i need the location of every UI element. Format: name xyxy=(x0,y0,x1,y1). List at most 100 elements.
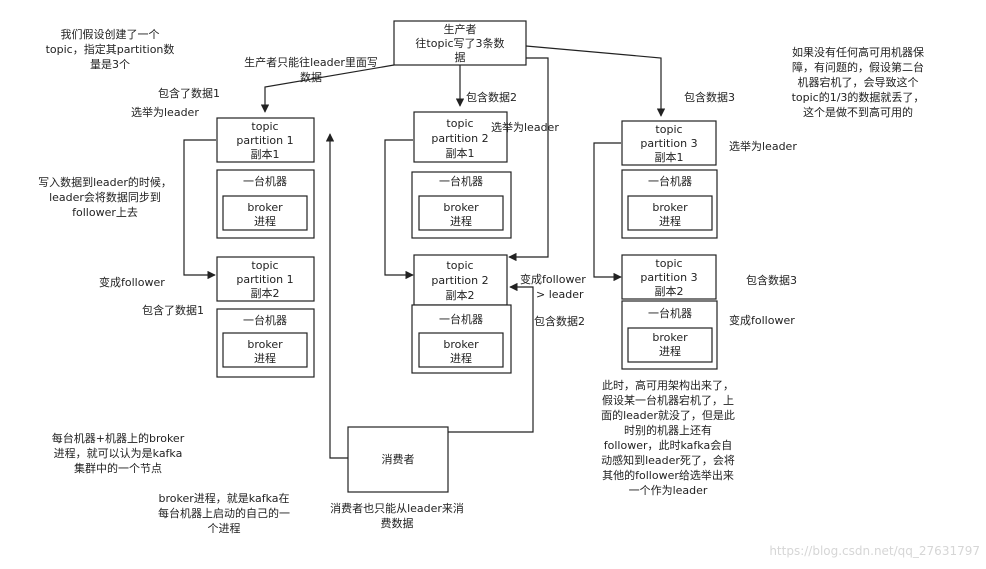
node-line2: partition 3 xyxy=(640,271,697,284)
note-contains-data2-b: 包含数据2 xyxy=(534,314,585,328)
node-line1: topic xyxy=(251,120,278,133)
producer-node: 生产者 往topic写了3条数 据 xyxy=(393,20,527,66)
note-no-ha-2: 障，有问题的，假设第二台 xyxy=(792,60,924,74)
partition3-replica1-node: topic partition 3 副本1 xyxy=(621,120,717,166)
node-line3: 副本2 xyxy=(251,286,280,300)
note-write-sync-2: leader会将数据同步到 xyxy=(49,190,161,204)
broker-label: broker xyxy=(652,331,688,344)
broker-label: broker xyxy=(443,201,479,214)
machine-label: 一台机器 xyxy=(243,174,287,188)
watermark: https://blog.csdn.net/qq_27631797 xyxy=(769,544,980,558)
note-ha-arch-7: 其他的follower给选举出来 xyxy=(602,468,734,482)
broker-label: broker xyxy=(652,201,688,214)
process-label: 进程 xyxy=(659,215,681,228)
note-elected-leader-1: 选举为leader xyxy=(131,105,199,119)
machine-1: 一台机器 broker 进程 xyxy=(216,169,315,239)
node-line2: partition 3 xyxy=(640,137,697,150)
consumer-node: 消费者 xyxy=(347,426,449,493)
note-ha-arch-6: 动感知到leader死了，会将 xyxy=(601,453,735,467)
broker-label: broker xyxy=(247,338,283,351)
partition2-replica2-node: topic partition 2 副本2 xyxy=(413,254,508,306)
note-follower-to-leader-1: 变成follower xyxy=(520,272,586,286)
machine-5: 一台机器 broker 进程 xyxy=(621,169,718,239)
annotations: 我们假设创建了一个 topic，指定其partition数 量是3个 生产者只能… xyxy=(38,27,924,535)
process-label: 进程 xyxy=(254,352,276,365)
note-contains-data1-a: 包含了数据1 xyxy=(158,86,220,100)
broker-label: broker xyxy=(443,338,479,351)
node-line3: 副本1 xyxy=(251,147,280,161)
machine-label: 一台机器 xyxy=(439,174,483,188)
note-elected-leader-3: 选举为leader xyxy=(729,139,797,153)
p3-sync-arrow xyxy=(593,142,622,282)
note-producer-leader-only-2: 数据 xyxy=(300,70,322,84)
partition2-replica1-node: topic partition 2 副本1 xyxy=(413,111,508,163)
node-line1: topic xyxy=(446,117,473,130)
note-write-sync-1: 写入数据到leader的时候， xyxy=(38,175,172,189)
consumer-to-partition1-arrow xyxy=(325,133,348,459)
producer-to-partition1-arrow xyxy=(260,64,395,113)
node-line3: 副本2 xyxy=(446,288,475,302)
note-no-ha-5: 这个是做不到高可用的 xyxy=(803,105,913,119)
broker-label: broker xyxy=(247,201,283,214)
note-contains-data1-b: 包含了数据1 xyxy=(142,303,204,317)
note-node-def-2: 进程，就可以认为是kafka xyxy=(54,446,183,460)
process-label: 进程 xyxy=(450,352,472,365)
process-label: 进程 xyxy=(659,345,681,358)
machine-3: 一台机器 broker 进程 xyxy=(411,171,512,239)
partition1-replica2-node: topic partition 1 副本2 xyxy=(216,256,315,302)
note-no-ha-1: 如果没有任何高可用机器保 xyxy=(792,45,924,59)
note-producer-leader-only-1: 生产者只能往leader里面写 xyxy=(244,55,378,69)
p2-sync-arrow xyxy=(384,139,414,280)
producer-line3: 据 xyxy=(455,50,466,64)
node-line3: 副本2 xyxy=(655,284,684,298)
note-become-follower-3: 变成follower xyxy=(729,313,795,327)
machine-6: 一台机器 broker 进程 xyxy=(621,300,718,370)
note-contains-data3-a: 包含数据3 xyxy=(684,90,735,104)
machine-label: 一台机器 xyxy=(648,174,692,188)
note-ha-arch-8: 一个作为leader xyxy=(629,484,708,497)
note-no-ha-4: topic的1/3的数据就丢了， xyxy=(792,90,925,104)
connectors xyxy=(183,45,666,459)
note-elected-leader-2: 选举为leader xyxy=(491,120,559,134)
note-ha-arch-3: 面的leader就没了，但是此 xyxy=(601,408,735,422)
partition1-replica1-node: topic partition 1 副本1 xyxy=(216,117,315,163)
note-become-follower-1: 变成follower xyxy=(99,275,165,289)
note-ha-arch-1: 此时，高可用架构出来了， xyxy=(602,378,734,392)
note-ha-arch-2: 假设某一台机器宕机了，上 xyxy=(602,393,734,407)
machine-label: 一台机器 xyxy=(243,313,287,327)
note-ha-arch-5: follower，此时kafka会自 xyxy=(604,439,732,452)
producer-title: 生产者 xyxy=(444,22,477,36)
note-follower-to-leader-2: > leader xyxy=(536,288,584,301)
note-consumer-leader-only-2: 费数据 xyxy=(381,516,414,530)
node-line2: partition 2 xyxy=(431,274,488,287)
producer-line2: 往topic写了3条数 xyxy=(415,36,504,50)
node-line2: partition 1 xyxy=(236,273,293,286)
note-topic-intro-2: topic，指定其partition数 xyxy=(46,42,175,56)
note-ha-arch-4: 时别的机器上还有 xyxy=(624,423,712,437)
consumer-to-p2-replica2-arrow xyxy=(448,282,534,433)
machine-label: 一台机器 xyxy=(439,312,483,326)
node-line1: topic xyxy=(655,123,682,136)
node-line3: 副本1 xyxy=(655,150,684,164)
node-line1: topic xyxy=(446,259,473,272)
note-consumer-leader-only-1: 消费者也只能从leader来消 xyxy=(330,501,464,515)
node-line1: topic xyxy=(655,257,682,270)
note-contains-data3-b: 包含数据3 xyxy=(746,273,797,287)
note-contains-data2-a: 包含数据2 xyxy=(466,90,517,104)
note-write-sync-3: follower上去 xyxy=(72,206,138,219)
node-line3: 副本1 xyxy=(446,146,475,160)
note-topic-intro-1: 我们假设创建了一个 xyxy=(61,27,160,41)
note-broker-def-3: 个进程 xyxy=(208,522,241,535)
machine-label: 一台机器 xyxy=(648,306,692,320)
partition3-replica2-node: topic partition 3 副本2 xyxy=(621,254,717,300)
note-no-ha-3: 机器宕机了，会导致这个 xyxy=(798,75,919,89)
note-node-def-3: 集群中的一个节点 xyxy=(74,461,162,475)
producer-to-p2-replica2-arrow xyxy=(508,57,549,262)
node-line2: partition 2 xyxy=(431,132,488,145)
node-line2: partition 1 xyxy=(236,134,293,147)
note-topic-intro-3: 量是3个 xyxy=(90,58,130,71)
note-broker-def-1: broker进程，就是kafka在 xyxy=(159,491,290,505)
p1-sync-arrow xyxy=(183,139,216,280)
machine-2: 一台机器 broker 进程 xyxy=(216,308,315,378)
